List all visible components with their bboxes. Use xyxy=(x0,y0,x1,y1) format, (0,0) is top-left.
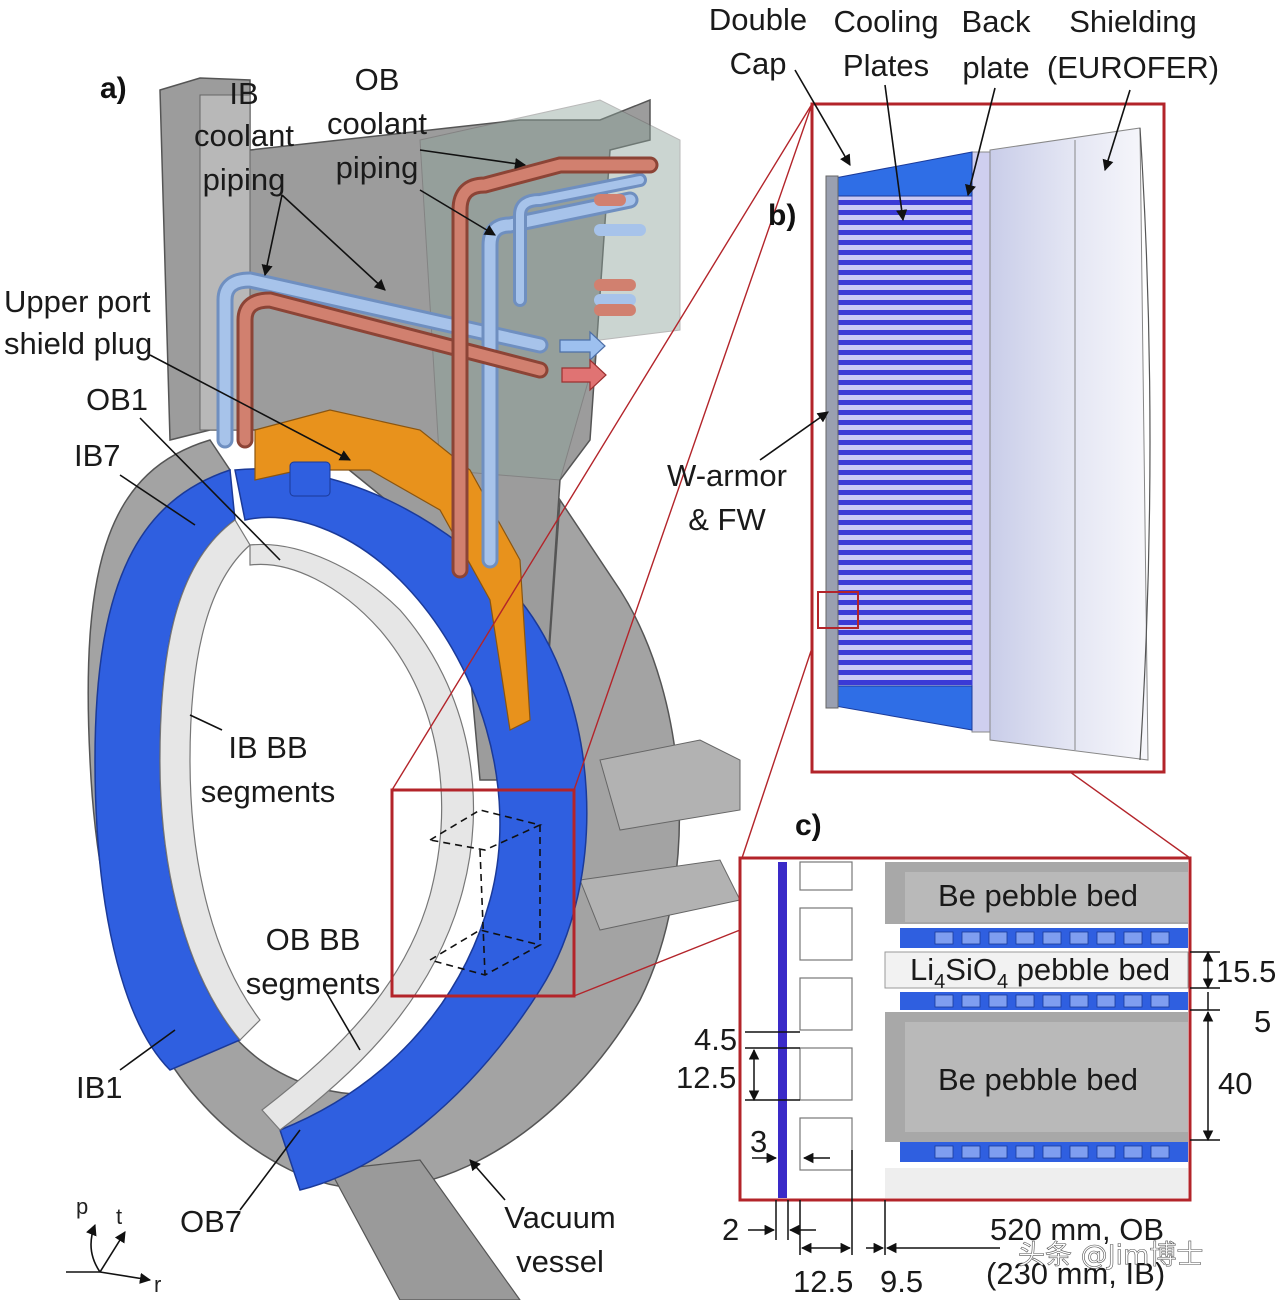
double-cap-label-1: Double xyxy=(709,2,807,37)
back-plate xyxy=(971,151,991,733)
panel-c-drawing xyxy=(738,856,1192,1202)
dim-12-5-bottom: 12.5 xyxy=(793,1264,853,1299)
be-bed-bottom-label: Be pebble bed xyxy=(938,1062,1138,1097)
axis-r-label: r xyxy=(154,1272,161,1297)
detail-hidden-edges xyxy=(427,809,543,976)
double-cap-label-2: Cap xyxy=(730,46,787,81)
dim-9-5: 9.5 xyxy=(880,1264,923,1299)
dimension-labels: 15.5 5 40 4.5 12.5 3 2 12.5 9.5 520 mm, … xyxy=(676,954,1276,1299)
w-armor-label-2: & FW xyxy=(688,502,766,537)
shielding-block xyxy=(989,127,1149,761)
cooling-plates-label-1: Cooling xyxy=(833,4,938,39)
dim-12-5-left: 12.5 xyxy=(676,1060,736,1095)
axis-p-label: p xyxy=(76,1194,88,1219)
dimension-lines xyxy=(745,950,1220,1255)
dim-40: 40 xyxy=(1218,1066,1252,1101)
ob-coolant-label-2: coolant xyxy=(327,106,427,141)
upper-port-label-1: Upper port xyxy=(4,284,151,319)
shielding-label-1: Shielding xyxy=(1069,4,1197,39)
ob-coolant-label-3: piping xyxy=(336,150,419,185)
coordinate-axes: p t r xyxy=(66,1194,161,1297)
li-bed xyxy=(884,951,1189,989)
ib-bb-label-1: IB BB xyxy=(228,730,307,765)
panel-b-label: b) xyxy=(768,199,796,232)
ib7-label: IB7 xyxy=(74,438,121,473)
dim-ob-length: 520 mm, OB xyxy=(990,1212,1164,1247)
axis-t-label: t xyxy=(116,1204,122,1229)
leader-lines xyxy=(119,69,1131,1211)
callout-labels: IB coolant piping OB coolant piping Uppe… xyxy=(4,2,1219,1279)
ob-coolant-label-1: OB xyxy=(355,62,400,97)
shielding-label-2: (EUROFER) xyxy=(1047,50,1219,85)
ib-first-wall xyxy=(159,519,261,1041)
side-port-upper xyxy=(599,739,741,831)
dim-ib-length: (230 mm, IB) xyxy=(986,1256,1165,1291)
vacuum-vessel-label-2: vessel xyxy=(516,1244,604,1279)
dim-15-5: 15.5 xyxy=(1216,954,1276,989)
dim-3: 3 xyxy=(750,1124,767,1159)
cooling-plates xyxy=(837,195,973,687)
ib-coolant-label-1: IB xyxy=(229,76,258,111)
w-armor-first-wall xyxy=(825,175,839,709)
panel-b-drawing xyxy=(810,102,1166,774)
ob1-label: OB1 xyxy=(86,382,148,417)
panel-a-label: a) xyxy=(100,72,127,105)
back-plate-label-2: plate xyxy=(962,50,1029,85)
dim-5: 5 xyxy=(1254,1004,1271,1039)
watermark: 头条 @Jim博士 xyxy=(1018,1240,1203,1271)
li-bed-label: Li4SiO4 pebble bed xyxy=(910,952,1170,993)
first-wall-strip xyxy=(778,862,787,1198)
ob-first-wall xyxy=(249,543,475,1131)
ib1-label: IB1 xyxy=(76,1070,123,1105)
panel-a-drawing xyxy=(87,77,741,1300)
inlet-flow-arrow xyxy=(559,330,606,362)
panel-labels: a) b) c) xyxy=(100,72,822,842)
panel-c-label: c) xyxy=(795,809,822,842)
upper-port-label-2: shield plug xyxy=(4,326,152,361)
coolant-pipes-outlet xyxy=(236,156,659,579)
ib-coolant-label-2: coolant xyxy=(194,118,294,153)
outlet-flow-arrow xyxy=(561,358,607,392)
w-armor-label-1: W-armor xyxy=(667,458,787,493)
detail-box-a xyxy=(390,788,576,998)
cooling-plates-label-2: Plates xyxy=(843,48,929,83)
ob7-label: OB7 xyxy=(180,1204,242,1239)
dim-2: 2 xyxy=(722,1212,739,1247)
ob-bb-label-1: OB BB xyxy=(266,922,361,957)
back-plate-label-1: Back xyxy=(962,4,1031,39)
fw-channels xyxy=(799,861,853,1171)
ob-bb-label-2: segments xyxy=(246,966,380,1001)
ib-bb-label-2: segments xyxy=(201,774,335,809)
lower-port xyxy=(329,1159,521,1300)
be-bed-top-label: Be pebble bed xyxy=(938,878,1138,913)
dim-4-5: 4.5 xyxy=(694,1022,737,1057)
vacuum-vessel-label-1: Vacuum xyxy=(504,1200,615,1235)
ib-coolant-label-3: piping xyxy=(203,162,286,197)
plug-key xyxy=(289,461,331,497)
detail-box-b xyxy=(817,591,859,629)
